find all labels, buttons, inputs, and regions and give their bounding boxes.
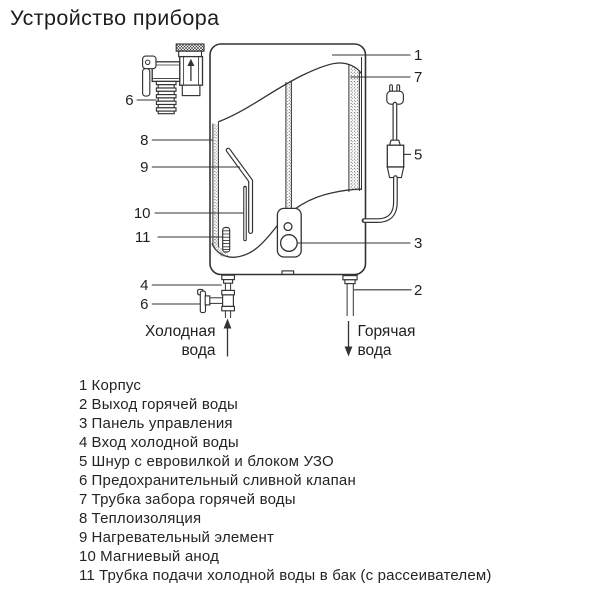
drain-valve-flange — [204, 295, 211, 306]
inlet-nut — [221, 274, 235, 281]
insulation-middle-strip — [285, 80, 292, 215]
plug-prong — [396, 84, 401, 92]
legend-num: 10 — [79, 548, 97, 565]
inlet-tee — [222, 294, 234, 307]
legend-num: 1 — [79, 377, 88, 394]
control-panel — [276, 207, 302, 258]
legend-num: 2 — [79, 396, 88, 413]
callout-2: 2 — [414, 282, 422, 299]
legend-num: 11 — [79, 567, 95, 584]
valve-outlet — [181, 84, 201, 97]
control-knob — [279, 234, 298, 252]
page-title: Устройство прибора — [10, 6, 220, 30]
cold-water-assembly — [197, 274, 235, 357]
callout-3: 3 — [414, 235, 422, 252]
cold-flow-arrow — [223, 318, 232, 357]
legend-label: Панель управления — [91, 415, 233, 432]
callout-4: 4 — [140, 277, 148, 294]
valve-threaded-stub — [155, 80, 177, 115]
legend-label: Предохранительный сливной клапан — [91, 472, 356, 489]
legend-label: Магниевый анод — [100, 548, 220, 565]
legend-num: 6 — [79, 472, 88, 489]
legend-label: Шнур с евровилкой и блоком УЗО — [91, 453, 334, 470]
legend-num: 7 — [79, 491, 88, 508]
insulation-left-strip — [212, 122, 232, 257]
valve-lever-plate — [142, 55, 157, 70]
callout-leaders — [136, 54, 412, 305]
rcd-block — [386, 144, 405, 168]
callout-7: 7 — [414, 69, 422, 86]
hot-water-assembly — [342, 275, 358, 357]
legend-label: Трубка подачи холодной воды в бак (с рас… — [98, 567, 492, 584]
cold-water-label-line1: Холодная — [145, 323, 216, 340]
safety-valve — [142, 43, 205, 115]
callout-10: 10 — [134, 205, 151, 222]
hot-water-label-line2: вода — [358, 342, 392, 359]
outlet-nut — [344, 279, 356, 285]
control-panel-plate — [276, 207, 302, 258]
callout-8: 8 — [140, 132, 148, 149]
hot-water-label-line1: Горячая — [358, 323, 416, 340]
legend-label: Теплоизоляция — [91, 510, 202, 527]
callout-11: 11 — [135, 229, 151, 246]
lever-hole — [145, 59, 151, 65]
legend-num: 5 — [79, 453, 88, 470]
heating-element — [225, 147, 254, 234]
insulation-pool — [213, 238, 232, 257]
callout-5: 5 — [414, 147, 422, 164]
valve-lever-handle — [142, 68, 151, 97]
callout-6-valve: 6 — [125, 92, 133, 109]
flow-labels: Холодная вода Горячая вода — [145, 323, 415, 359]
legend-label: Трубка забора горячей воды — [91, 491, 296, 508]
indicator-light — [283, 222, 293, 232]
power-cord — [361, 84, 405, 223]
legend-label: Вход холодной воды — [91, 434, 239, 451]
inlet-nut — [221, 305, 235, 312]
cold-water-label-line2: вода — [181, 342, 215, 359]
bottom-service-tab — [281, 270, 295, 275]
tank-top-curve — [217, 62, 363, 123]
legend-num: 4 — [79, 434, 88, 451]
hot-flow-arrow — [344, 321, 353, 357]
inlet-nut — [223, 279, 234, 284]
tank-body — [209, 43, 367, 276]
legend-label: Выход горячей воды — [91, 396, 239, 413]
outlet-nut — [342, 275, 358, 281]
legend-label: Корпус — [91, 377, 142, 394]
inlet-diffuser-tube — [222, 226, 231, 253]
plug-prong — [389, 84, 393, 92]
callout-1: 1 — [414, 47, 422, 64]
legend-num: 8 — [79, 510, 88, 527]
legend-label: Нагревательный элемент — [91, 529, 275, 546]
block-neck — [388, 139, 401, 146]
callout-numbers: 1 7 5 3 2 6 8 9 10 11 4 6 — [125, 47, 422, 313]
callout-9: 9 — [140, 159, 148, 176]
inlet-nut — [221, 289, 235, 296]
legend-num: 3 — [79, 415, 88, 432]
valve-cap — [175, 43, 205, 52]
rcd-block-bottom — [386, 166, 405, 179]
callout-6-drain: 6 — [140, 296, 148, 313]
legend-num: 9 — [79, 529, 88, 546]
hot-intake-tube-strip — [348, 64, 360, 192]
